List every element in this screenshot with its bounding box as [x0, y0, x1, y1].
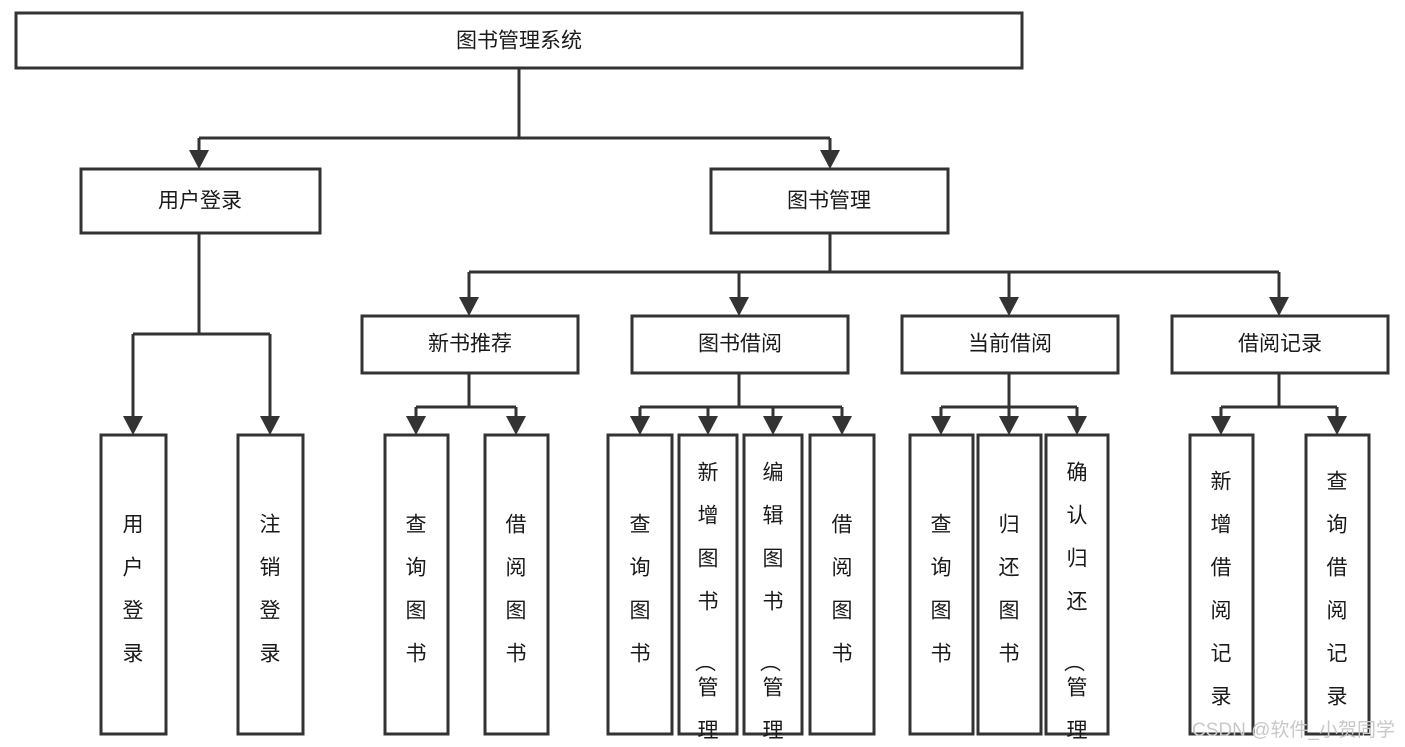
arrowhead-borrowrecord-leaf-1 [1211, 416, 1231, 435]
leaf-add-book-admin-label: 新增图书（管理员） [693, 461, 719, 747]
node-book-management[interactable]: 图书管理 [709, 167, 950, 235]
node-borrow-record[interactable]: 借阅记录 [1170, 314, 1390, 375]
leaf-return-book[interactable]: 归还图书 [976, 433, 1043, 736]
arrowhead-bookmgmt [820, 150, 840, 169]
leaf-query-borrow-record[interactable]: 查询借阅记录 [1304, 433, 1371, 736]
leaf-query-book-borrow-box[interactable] [606, 433, 674, 736]
leaf-user-login-label: 用户登录 [123, 513, 144, 665]
leaf-borrow-book-recommend-label: 借阅图书 [506, 513, 527, 665]
leaf-borrow-book-box[interactable] [808, 433, 876, 736]
arrowhead-currentborrow-leaf-2 [999, 416, 1019, 435]
leaf-query-book-recommend-box[interactable] [383, 433, 450, 736]
node-root-box[interactable] [14, 11, 1024, 70]
leaf-logout-box[interactable] [236, 433, 305, 736]
leaf-query-borrow-record-label: 查询借阅记录 [1327, 470, 1348, 708]
leaf-query-book-current[interactable]: 查询图书 [908, 433, 975, 736]
leaf-edit-book-admin[interactable]: 编辑图书（管理员） [742, 433, 804, 747]
leaf-borrow-book[interactable]: 借阅图书 [808, 433, 876, 736]
leaf-confirm-return-admin-box[interactable] [1044, 433, 1110, 736]
arrowhead-newbook-leaf-2 [506, 416, 526, 435]
leaf-return-book-box[interactable] [976, 433, 1043, 736]
leaf-query-book-borrow-label: 查询图书 [630, 513, 651, 665]
node-new-book-recommend-label: 新书推荐 [428, 333, 512, 356]
leaf-add-borrow-record-label: 新增借阅记录 [1211, 470, 1232, 708]
leaf-edit-book-admin-box[interactable] [742, 433, 804, 736]
leaf-borrow-book-label: 借阅图书 [832, 513, 853, 665]
arrowhead-leaf-logout [260, 416, 280, 435]
leaf-query-book-current-label: 查询图书 [931, 513, 952, 665]
arrowhead-currentborrow [999, 297, 1019, 316]
leaf-add-book-admin[interactable]: 新增图书（管理员） [677, 433, 739, 747]
leaf-confirm-return-admin-label: 确认归还（管理员） [1062, 461, 1088, 747]
arrowhead-currentborrow-leaf-3 [1067, 416, 1087, 435]
node-book-borrow[interactable]: 图书借阅 [630, 314, 850, 375]
connector-layer [123, 68, 1347, 435]
node-borrow-record-box[interactable] [1170, 314, 1390, 375]
leaf-query-book-current-box[interactable] [908, 433, 975, 736]
leaf-user-login-box[interactable] [99, 433, 168, 736]
leaf-edit-book-admin-label: 编辑图书（管理员） [758, 461, 784, 747]
leaf-logout-label: 注销登录 [260, 513, 281, 665]
node-book-borrow-label: 图书借阅 [698, 333, 782, 356]
arrowhead-currentborrow-leaf-1 [931, 416, 951, 435]
leaf-add-borrow-record[interactable]: 新增借阅记录 [1188, 433, 1255, 736]
arrowhead-bookborrow-leaf-4 [832, 416, 852, 435]
arrowhead-bookborrow [729, 297, 749, 316]
leaf-user-login[interactable]: 用户登录 [99, 433, 168, 736]
leaf-logout[interactable]: 注销登录 [236, 433, 305, 736]
leaf-add-borrow-record-box[interactable] [1188, 433, 1255, 736]
node-borrow-record-label: 借阅记录 [1238, 333, 1322, 356]
arrowhead-leaf-user-login [123, 416, 143, 435]
leaf-confirm-return-admin[interactable]: 确认归还（管理员） [1044, 433, 1110, 747]
node-current-borrow[interactable]: 当前借阅 [900, 314, 1120, 375]
arrowhead-borrowrecord-leaf-2 [1327, 416, 1347, 435]
node-book-borrow-box[interactable] [630, 314, 850, 375]
node-user-login-box[interactable] [79, 167, 322, 235]
arrowhead-userlogin [189, 150, 209, 169]
leaf-return-book-label: 归还图书 [999, 513, 1020, 665]
leaf-add-book-admin-box[interactable] [677, 433, 739, 736]
arrowhead-newbook-leaf-1 [406, 416, 426, 435]
leaf-query-book-recommend-label: 查询图书 [406, 513, 427, 665]
node-new-book-recommend[interactable]: 新书推荐 [360, 314, 580, 375]
node-current-borrow-label: 当前借阅 [968, 333, 1052, 356]
watermark-text: CSDN @软件_小贺同学 [1192, 719, 1395, 741]
node-new-book-recommend-box[interactable] [360, 314, 580, 375]
leaf-query-borrow-record-box[interactable] [1304, 433, 1371, 736]
arrowhead-borrowrecord [1269, 297, 1289, 316]
node-root[interactable]: 图书管理系统 [14, 11, 1024, 70]
node-book-management-label: 图书管理 [787, 190, 871, 213]
leaf-query-book-recommend[interactable]: 查询图书 [383, 433, 450, 736]
arrowhead-bookborrow-leaf-3 [763, 416, 783, 435]
leaf-borrow-book-recommend-box[interactable] [483, 433, 550, 736]
node-user-login-label: 用户登录 [158, 190, 242, 213]
leaf-borrow-book-recommend[interactable]: 借阅图书 [483, 433, 550, 736]
arrowhead-bookborrow-leaf-1 [630, 416, 650, 435]
arrowhead-bookborrow-leaf-2 [698, 416, 718, 435]
node-root-label: 图书管理系统 [456, 30, 582, 53]
node-current-borrow-box[interactable] [900, 314, 1120, 375]
arrowhead-newbook [459, 297, 479, 316]
node-user-login[interactable]: 用户登录 [79, 167, 322, 235]
node-book-management-box[interactable] [709, 167, 950, 235]
leaf-query-book-borrow[interactable]: 查询图书 [606, 433, 674, 736]
